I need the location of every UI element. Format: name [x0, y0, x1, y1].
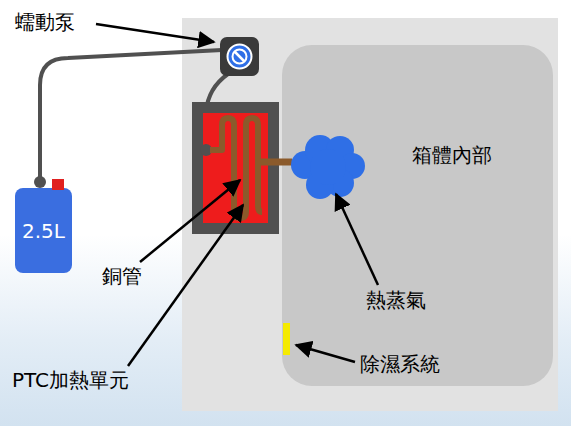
pump-symbol — [233, 50, 247, 64]
leader-arrow — [296, 345, 355, 362]
ptc-heater — [203, 113, 268, 223]
leader-arrow — [96, 24, 214, 42]
copper-coil — [210, 118, 262, 218]
water-bottle: 2.5L — [15, 188, 72, 273]
peristaltic-pump — [220, 37, 259, 76]
copper-pipe-label: 銅管 — [102, 264, 142, 288]
dehumidifier-bar — [283, 323, 290, 355]
leader-arrow — [336, 194, 378, 285]
dehumidifier-label: 除濕系統 — [360, 352, 440, 376]
node-label: 箱體內部 — [412, 143, 492, 167]
pump-symbol — [228, 45, 252, 69]
pump-label: 蠕動泵 — [15, 10, 75, 34]
node-label: 2.5L — [22, 219, 65, 243]
tube-joint — [34, 176, 46, 188]
housing-panel — [182, 18, 558, 411]
leader-arrow — [140, 180, 240, 262]
steam-cloud — [291, 135, 365, 199]
heater-label: PTC加熱單元 — [12, 368, 129, 392]
pump-symbol — [235, 52, 245, 62]
bottle-cap — [52, 179, 64, 190]
copper-pipe — [258, 159, 292, 166]
leader-arrow — [128, 205, 243, 366]
chamber-region: 箱體內部 — [282, 45, 553, 386]
steam-label: 熱蒸氣 — [366, 288, 426, 312]
